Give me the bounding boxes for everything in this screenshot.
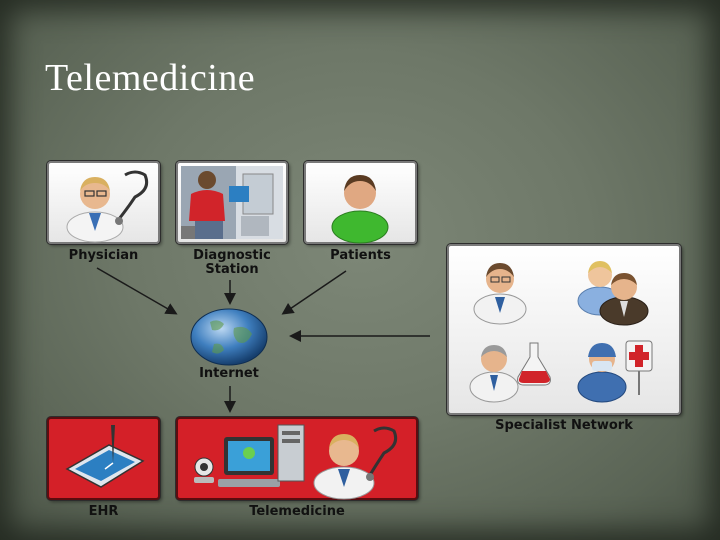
specialist-surgeon-icon — [577, 340, 653, 403]
patients-label: Patients — [330, 248, 391, 263]
physician-icon — [66, 170, 149, 243]
specialist-lab-icon — [469, 342, 551, 403]
physician-label: Physician — [68, 248, 139, 263]
diagnostic-station-photo — [181, 166, 283, 239]
specialist-doctor-icon — [473, 263, 527, 325]
patient-icon — [331, 175, 389, 244]
telemedicine-equipment-icon — [194, 424, 398, 500]
telemedicine-label: Telemedicine — [249, 504, 345, 519]
globe-icon — [190, 308, 268, 366]
diagnostic-station-label-line2: Station — [205, 262, 259, 277]
arrow-physician-to-internet — [96, 267, 178, 315]
specialist-pair-icon — [577, 261, 649, 326]
arrow-patients-to-internet — [281, 270, 347, 315]
ehr-label: EHR — [88, 504, 119, 519]
internet-label: Internet — [199, 366, 259, 381]
slide-title: Telemedicine — [45, 57, 256, 99]
diagnostic-station-label-line1: Diagnostic — [193, 248, 271, 263]
specialist-network-label: Specialist Network — [495, 418, 633, 433]
ehr-tablet-icon — [65, 425, 145, 488]
diagnostic-station-label: Diagnostic Station — [176, 249, 288, 277]
